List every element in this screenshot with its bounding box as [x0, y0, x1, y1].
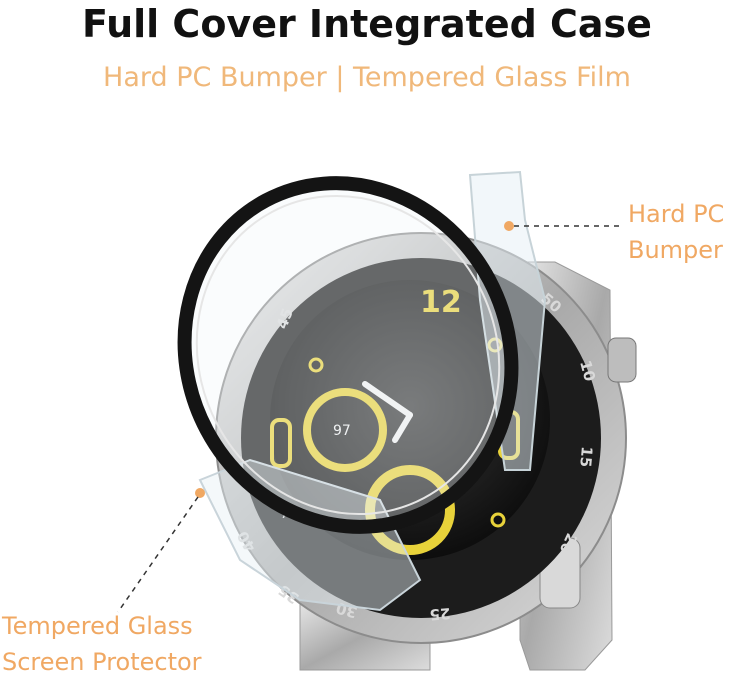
dial-details: 12 97 76 [270, 285, 520, 555]
callout-pointers [117, 221, 624, 613]
dial-subdial-bottom [365, 465, 455, 555]
callout-bumper-line1: Hard PC [628, 200, 725, 228]
dial-subdial-left [303, 388, 387, 472]
tempered-glass-ring [177, 176, 519, 534]
callout-bumper-line2: Bumper [628, 236, 723, 264]
bumper-pointer-dot [504, 221, 514, 231]
bezel-num: 15 [576, 446, 596, 468]
glass-pointer-dot [195, 488, 205, 498]
page-title: Full Cover Integrated Case [82, 2, 652, 46]
callout-glass: Tempered Glass Screen Protector [2, 608, 232, 680]
dial-twelve: 12 [420, 285, 462, 320]
pc-bumper-case [177, 170, 547, 612]
callout-glass-line1: Tempered Glass [2, 612, 193, 640]
glass-pointer-line [117, 496, 199, 613]
bezel-num: 25 [429, 604, 451, 624]
hour-hand [362, 381, 413, 418]
bezel-num: 10 [576, 358, 599, 383]
callout-glass-line2: Screen Protector [2, 648, 202, 676]
dial-value: 97 [333, 423, 351, 439]
watch-crown [607, 337, 637, 383]
page-subtitle: Hard PC Bumper | Tempered Glass Film [103, 62, 631, 93]
dial-marker-nine [270, 418, 292, 468]
callout-bumper: Hard PC Bumper [628, 196, 734, 268]
minute-hand [392, 412, 413, 443]
